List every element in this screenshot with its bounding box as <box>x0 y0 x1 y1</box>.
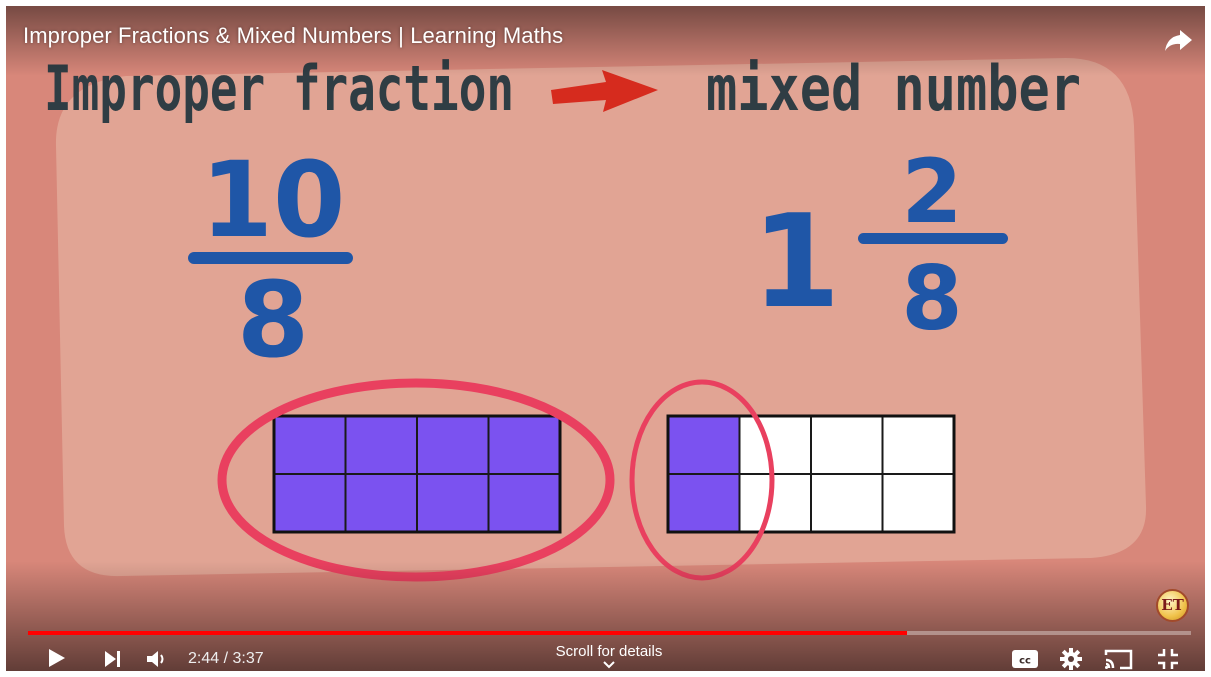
grid-cell <box>810 473 884 533</box>
grid-border <box>666 414 956 534</box>
next-button[interactable] <box>102 648 124 671</box>
progress-bar[interactable] <box>28 631 1191 635</box>
time-display: 2:44 / 3:37 <box>188 650 264 667</box>
heading-mixed-number: mixed number <box>706 52 1081 125</box>
exit-fullscreen-button[interactable] <box>1156 647 1180 671</box>
heading-improper-fraction: Improper fraction <box>44 52 514 125</box>
svg-text:cc: cc <box>1019 656 1031 667</box>
channel-logo[interactable]: ET <box>1156 589 1189 622</box>
exit-fullscreen-icon <box>1158 649 1178 669</box>
chevron-down-icon <box>603 661 615 669</box>
captions-icon: cc <box>1012 650 1038 668</box>
grid-cell <box>416 473 490 533</box>
mixed-numerator: 2 <box>901 140 962 243</box>
scroll-hint-label: Scroll for details <box>555 643 663 660</box>
next-icon <box>105 651 120 667</box>
mixed-fraction-bar <box>858 233 1008 244</box>
grid-cell <box>881 473 955 533</box>
volume-button[interactable] <box>145 648 171 671</box>
grid-cell <box>273 473 347 533</box>
grid-cell <box>667 473 741 533</box>
play-icon <box>49 649 65 667</box>
grid-cell <box>344 415 418 475</box>
video-frame: Improper fraction mixed number 10 8 1 2 … <box>6 6 1205 671</box>
play-button[interactable] <box>44 646 68 671</box>
grid-cell <box>487 415 561 475</box>
grid-partial-shaded <box>666 414 956 534</box>
mixed-whole: 1 <box>751 188 840 337</box>
improper-fraction-bar <box>188 252 353 264</box>
share-arrow-icon <box>1165 30 1192 51</box>
bottom-gradient <box>6 561 1205 671</box>
content-panel <box>55 58 1147 577</box>
grid-border <box>272 414 562 534</box>
grid-cell <box>667 415 741 475</box>
settings-button[interactable] <box>1059 647 1083 671</box>
improper-denominator: 8 <box>237 259 309 381</box>
grid-cell <box>810 415 884 475</box>
red-arrow-icon <box>551 70 658 112</box>
grid-cell <box>416 415 490 475</box>
captions-button[interactable]: cc <box>1011 649 1039 671</box>
grid-cell <box>738 473 812 533</box>
mixed-denominator: 8 <box>901 247 962 350</box>
grid-cell <box>738 415 812 475</box>
volume-icon <box>147 651 164 667</box>
improper-numerator: 10 <box>201 139 346 261</box>
progress-played <box>28 631 908 635</box>
gear-icon <box>1060 648 1082 670</box>
scroll-for-details[interactable]: Scroll for details <box>526 643 692 669</box>
grid-cell <box>344 473 418 533</box>
share-button[interactable] <box>1162 24 1194 56</box>
top-gradient <box>6 6 1205 76</box>
grid-whole-shaded <box>272 414 562 534</box>
grid-cell <box>487 473 561 533</box>
video-player[interactable]: Improper fraction mixed number 10 8 1 2 … <box>6 6 1205 671</box>
cast-button[interactable] <box>1103 647 1135 671</box>
cast-icon <box>1104 649 1133 670</box>
video-title[interactable]: Improper Fractions & Mixed Numbers | Lea… <box>23 23 564 48</box>
grid-cell <box>881 415 955 475</box>
grid-cell <box>273 415 347 475</box>
